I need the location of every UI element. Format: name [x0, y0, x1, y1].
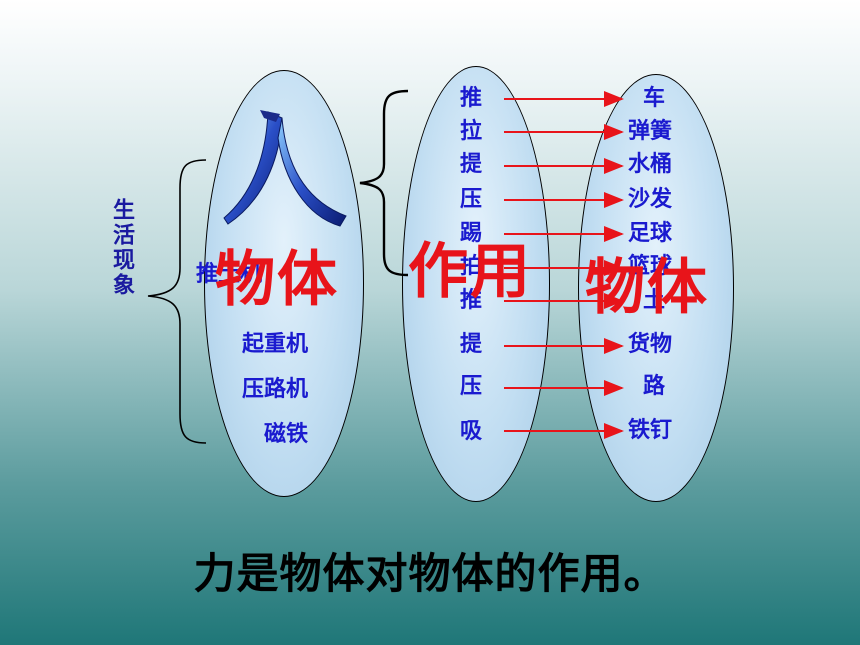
- left-item: 推土机: [196, 262, 263, 287]
- middle-item: 压: [460, 187, 483, 212]
- middle-item: 推: [460, 86, 483, 111]
- right-item: 篮球: [628, 254, 673, 279]
- left-item: 压路机: [242, 377, 309, 402]
- conclusion-text: 力是物体对物体的作用。: [193, 549, 667, 598]
- left-brace-icon: [147, 159, 207, 444]
- left-item: 磁铁: [264, 422, 309, 447]
- action-ellipse: [402, 66, 550, 502]
- middle-item: 推: [460, 288, 483, 313]
- right-item: 足球: [628, 221, 673, 246]
- middle-item: 踢: [460, 221, 483, 246]
- middle-brace-icon: [359, 89, 409, 277]
- big-label-object-left: 物体: [215, 245, 339, 315]
- left-item: 起重机: [242, 332, 309, 357]
- right-item: 车: [643, 86, 666, 111]
- right-item: 弹簧: [628, 119, 673, 144]
- big-label-action: 作用: [408, 237, 532, 307]
- middle-item: 提: [460, 332, 483, 357]
- right-item: 水桶: [628, 152, 673, 177]
- right-item: 土: [643, 288, 666, 313]
- middle-item: 吸: [460, 419, 483, 444]
- right-item: 铁钉: [628, 418, 673, 443]
- right-item: 沙发: [628, 187, 673, 212]
- middle-item: 提: [460, 152, 483, 177]
- middle-item: 拍: [460, 254, 483, 279]
- right-item: 路: [643, 374, 666, 399]
- right-item: 货物: [628, 332, 673, 357]
- big-label-object-right: 物体: [585, 253, 709, 323]
- middle-item: 压: [460, 374, 483, 399]
- person-character-icon: [223, 110, 347, 227]
- life-phenomena-label: 生活现象: [109, 198, 134, 298]
- middle-item: 拉: [460, 119, 483, 144]
